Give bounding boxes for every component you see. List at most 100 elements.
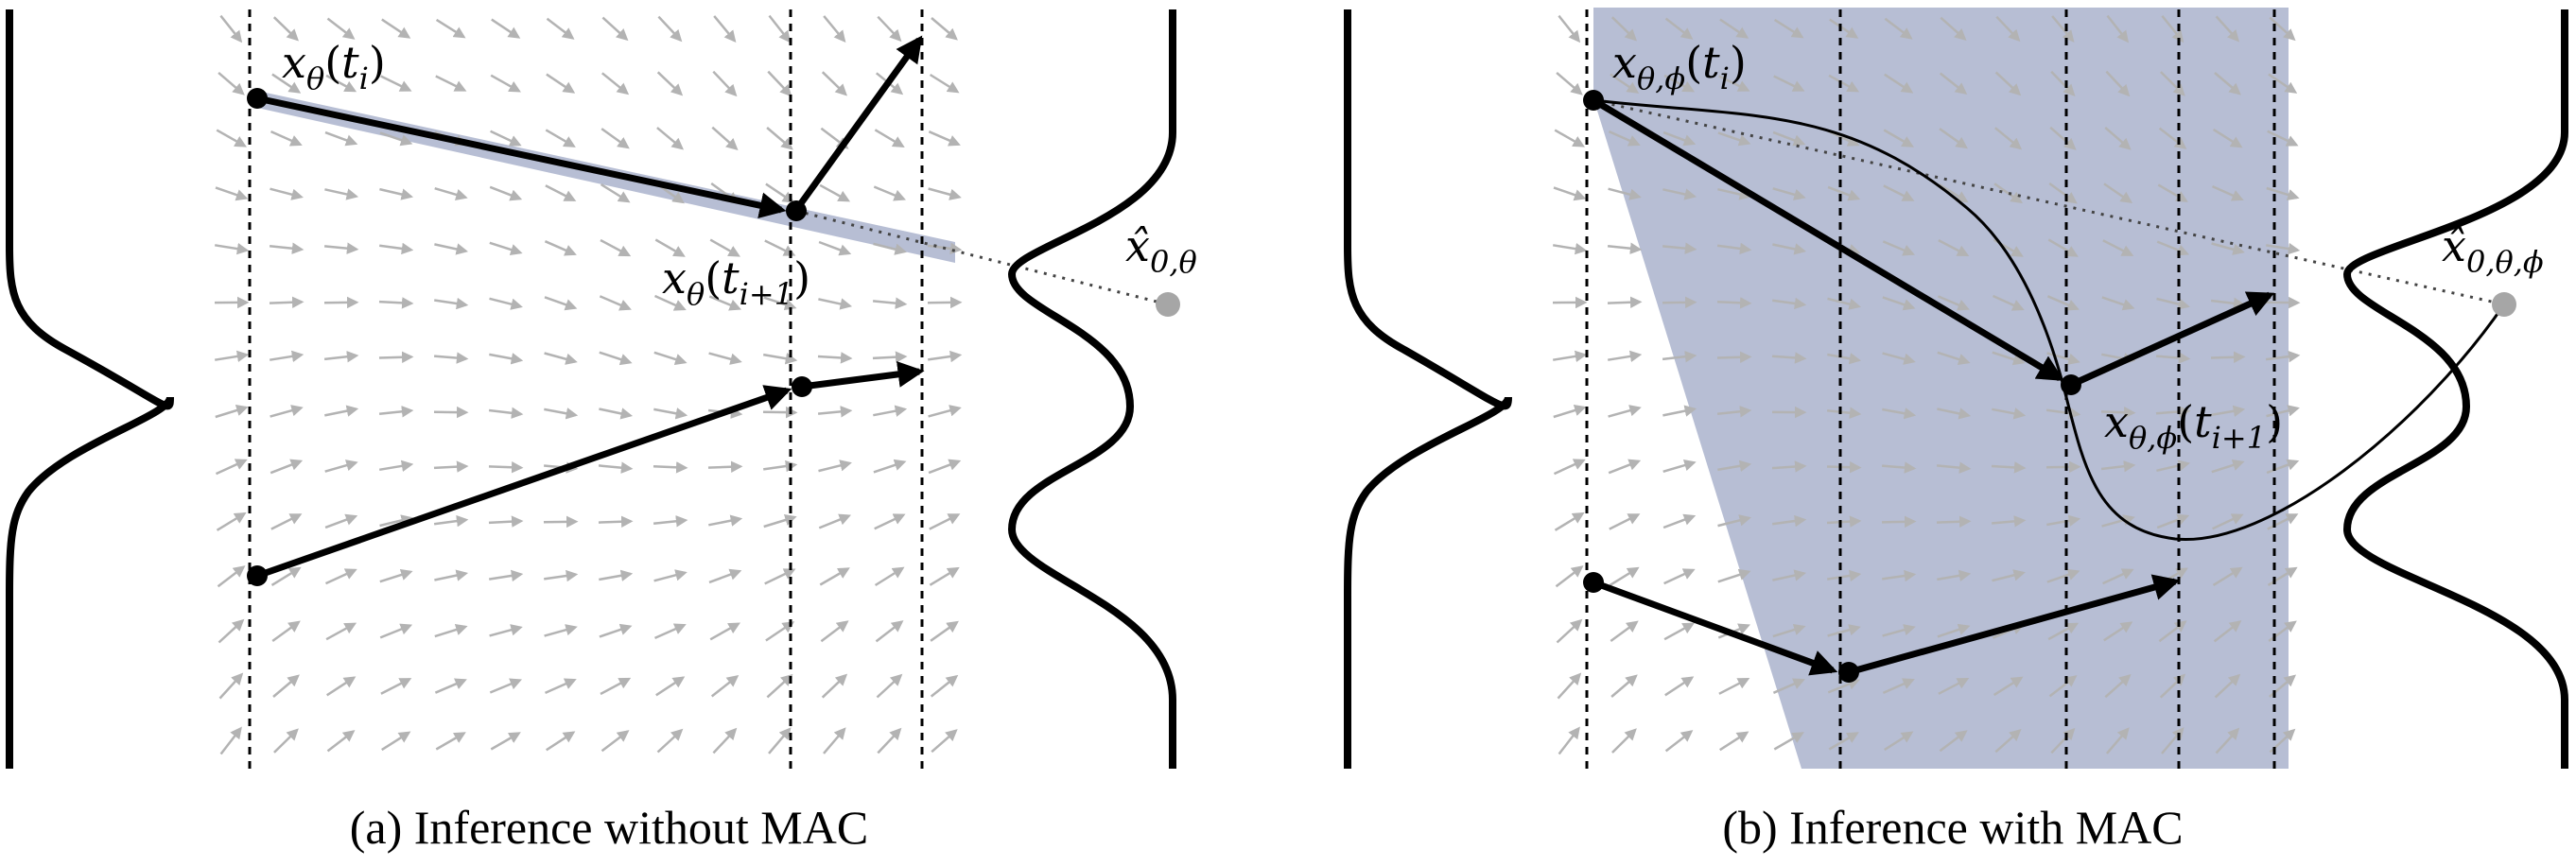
field-arrow	[873, 405, 908, 417]
field-arrow	[1773, 75, 1805, 92]
field-arrow	[1663, 74, 1696, 93]
field-arrow	[1882, 678, 1915, 695]
shaded-trajectory-band	[257, 91, 955, 263]
field-arrow	[768, 14, 792, 43]
caption-panel-a: (a) Inference without MAC	[350, 801, 868, 854]
field-arrow	[1937, 351, 1971, 366]
field-arrow	[1716, 406, 1752, 418]
field-arrow	[1608, 459, 1642, 475]
field-arrow	[2047, 622, 2080, 641]
field-arrow	[1610, 16, 1637, 42]
field-arrow	[818, 460, 852, 473]
field-arrow	[2211, 242, 2245, 255]
field-arrow	[928, 187, 962, 200]
field-arrow	[2161, 15, 2184, 43]
field-arrow	[1772, 514, 1807, 528]
field-arrow	[930, 674, 959, 698]
field-arrow	[1992, 294, 2025, 311]
field-arrow	[1662, 351, 1697, 363]
field-arrow	[217, 565, 246, 588]
field-arrow	[1882, 296, 1916, 311]
field-arrow	[1717, 460, 1752, 472]
field-arrow	[929, 566, 960, 586]
field-arrow	[1717, 131, 1751, 147]
field-arrow	[2215, 727, 2240, 754]
field-arrow	[270, 187, 304, 200]
field-arrow	[2100, 407, 2136, 419]
field-arrow	[1772, 243, 1807, 255]
field-arrow	[1610, 674, 1638, 698]
field-arrow	[491, 18, 521, 39]
field-arrow	[378, 406, 414, 418]
field-arrow	[873, 459, 907, 474]
field-arrow	[2105, 70, 2131, 97]
field-arrow	[381, 731, 411, 752]
field-arrow	[598, 461, 634, 474]
field-arrow	[2211, 184, 2244, 201]
field-arrow	[1993, 182, 2023, 204]
field-arrow	[1772, 569, 1807, 581]
field-arrow	[1827, 297, 1861, 310]
field-arrow	[600, 128, 630, 149]
field-arrow	[544, 407, 579, 420]
field-arrow	[215, 350, 250, 363]
field-arrow	[873, 185, 907, 201]
field-arrow	[218, 618, 245, 644]
field-arrow	[708, 514, 743, 527]
field-arrow	[2046, 514, 2081, 527]
field-arrow	[1609, 566, 1640, 586]
field-arrow	[1938, 238, 1970, 257]
field-arrow	[489, 678, 523, 694]
field-arrow	[1717, 514, 1751, 528]
field-arrow	[1994, 127, 2023, 150]
field-arrow	[1555, 565, 1584, 588]
field-arrow	[874, 129, 905, 147]
field-arrow	[2211, 459, 2245, 474]
field-arrow	[1772, 678, 1805, 694]
field-arrow	[653, 351, 688, 366]
field-arrow	[489, 624, 523, 637]
field-arrow	[1994, 729, 2022, 754]
field-arrow	[1772, 623, 1806, 638]
field-arrow	[2100, 460, 2136, 473]
field-arrow	[215, 186, 249, 201]
field-arrow	[2211, 405, 2246, 417]
field-arrow	[1826, 460, 1862, 474]
field-arrow	[819, 567, 850, 586]
field-arrow	[215, 242, 250, 255]
field-arrow	[1936, 461, 1972, 474]
field-arrow	[765, 621, 795, 642]
field-arrow	[546, 731, 576, 752]
predicted-target-point	[2492, 292, 2516, 317]
field-arrow	[2212, 513, 2244, 530]
field-arrow	[1717, 187, 1752, 200]
trajectory-points	[1583, 90, 2081, 683]
field-arrow	[378, 297, 414, 309]
step-arrow-top	[1592, 96, 2064, 382]
field-arrow	[709, 622, 740, 641]
field-arrow	[1773, 732, 1804, 751]
extrapolation-line	[795, 209, 1169, 306]
field-arrow	[1719, 18, 1749, 39]
field-arrow	[1662, 242, 1697, 254]
field-arrow	[490, 130, 522, 147]
field-arrow	[2213, 620, 2242, 643]
field-arrow	[764, 568, 796, 585]
field-arrow	[546, 73, 576, 94]
field-arrow	[273, 728, 299, 754]
field-arrow	[270, 513, 303, 530]
field-arrow	[489, 569, 524, 582]
field-arrow	[1882, 407, 1917, 420]
field-arrow	[765, 182, 795, 203]
trajectories	[1592, 96, 2275, 676]
field-arrow	[818, 298, 853, 310]
field-arrow	[2156, 297, 2190, 310]
field-arrow	[326, 676, 357, 697]
field-arrow	[2045, 407, 2081, 420]
field-arrow	[325, 74, 357, 93]
field-arrow	[489, 297, 523, 310]
field-arrow	[1992, 407, 2027, 420]
field-arrow	[2156, 460, 2191, 473]
field-arrow	[928, 130, 961, 147]
field-arrow	[1938, 183, 1969, 203]
